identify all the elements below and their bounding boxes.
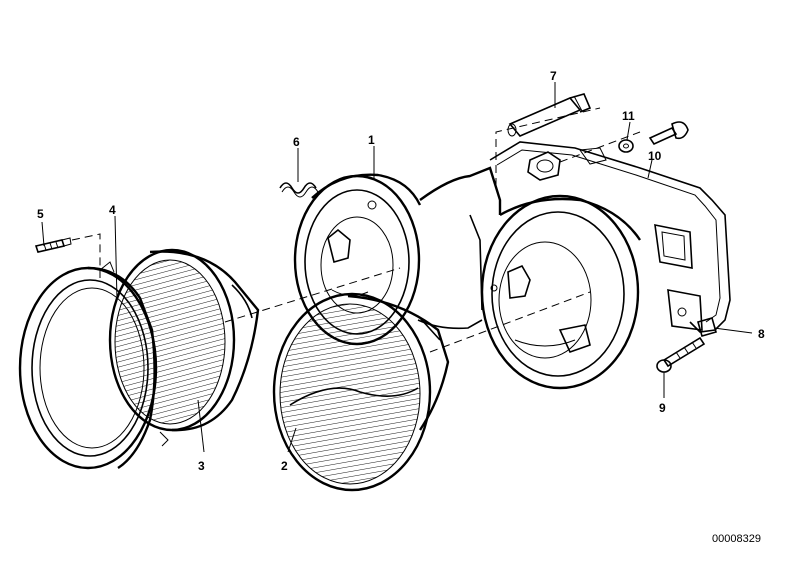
trim-ring (18, 261, 158, 470)
label-part-4: 4 (109, 203, 116, 217)
adjusting-screw (507, 93, 592, 137)
spring (279, 182, 319, 198)
label-part-5: 5 (37, 207, 44, 221)
label-part-1: 1 (368, 133, 375, 147)
label-part-6: 6 (293, 135, 300, 149)
diagram-code: 00008329 (712, 533, 761, 545)
label-part-9: 9 (659, 401, 666, 415)
washer-screw (618, 121, 689, 153)
label-part-8: 8 (758, 327, 765, 341)
screw (34, 237, 72, 253)
assembly-lines (71, 107, 641, 353)
label-part-11: 11 (622, 109, 635, 123)
label-part-3: 3 (198, 459, 205, 473)
housing (293, 166, 641, 390)
headlight-insert-outer (108, 248, 260, 447)
bracket (489, 141, 731, 333)
fixing-screw (656, 336, 706, 373)
leader-lines (41, 82, 753, 453)
label-part-10: 10 (648, 149, 662, 163)
label-part-2: 2 (281, 459, 288, 473)
label-part-7: 7 (550, 69, 557, 83)
headlight-insert-inner (272, 292, 450, 492)
part-labels: 1 2 3 4 5 6 7 8 9 10 11 (37, 69, 765, 473)
clip-nut (697, 317, 717, 337)
